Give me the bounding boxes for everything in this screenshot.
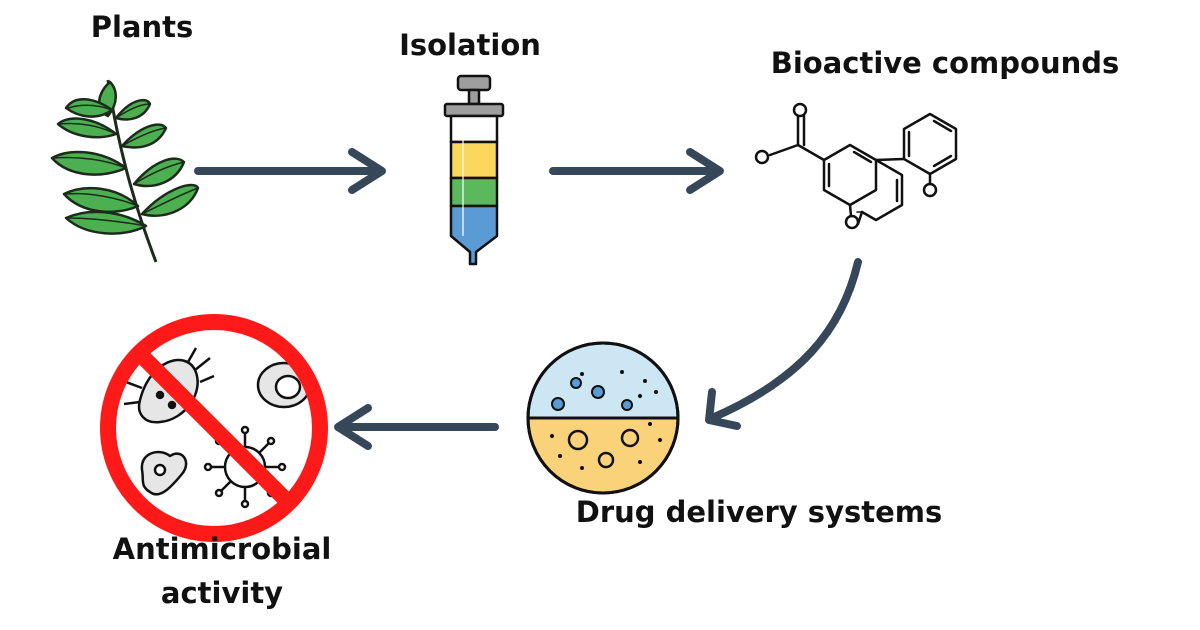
label-antimicrobial: Antimicrobial: [112, 532, 332, 566]
flow-arrows: [194, 148, 862, 450]
label-activity: activity: [160, 576, 284, 610]
arrow-delivery-to-antimicrobial: [334, 404, 499, 450]
prohibition-ring: [100, 314, 328, 542]
plant-branch-icon: [50, 79, 200, 263]
chemical-structure-icon: [754, 102, 958, 230]
prohibition-slash: [132, 346, 296, 510]
label-plants: Plants: [90, 10, 194, 44]
syringe-column-icon: [443, 74, 505, 266]
arrow-isolation-to-bioactive: [549, 148, 724, 194]
arrow-plants-to-isolation: [194, 148, 386, 194]
arrow-bioactive-to-delivery: [705, 258, 862, 430]
nanoparticle-icon: [526, 341, 680, 495]
label-bioactive-compounds: Bioactive compounds: [770, 46, 1120, 80]
label-isolation: Isolation: [399, 28, 541, 62]
no-microbes-icon: [100, 314, 328, 542]
label-drug-delivery-systems: Drug delivery systems: [575, 495, 943, 529]
